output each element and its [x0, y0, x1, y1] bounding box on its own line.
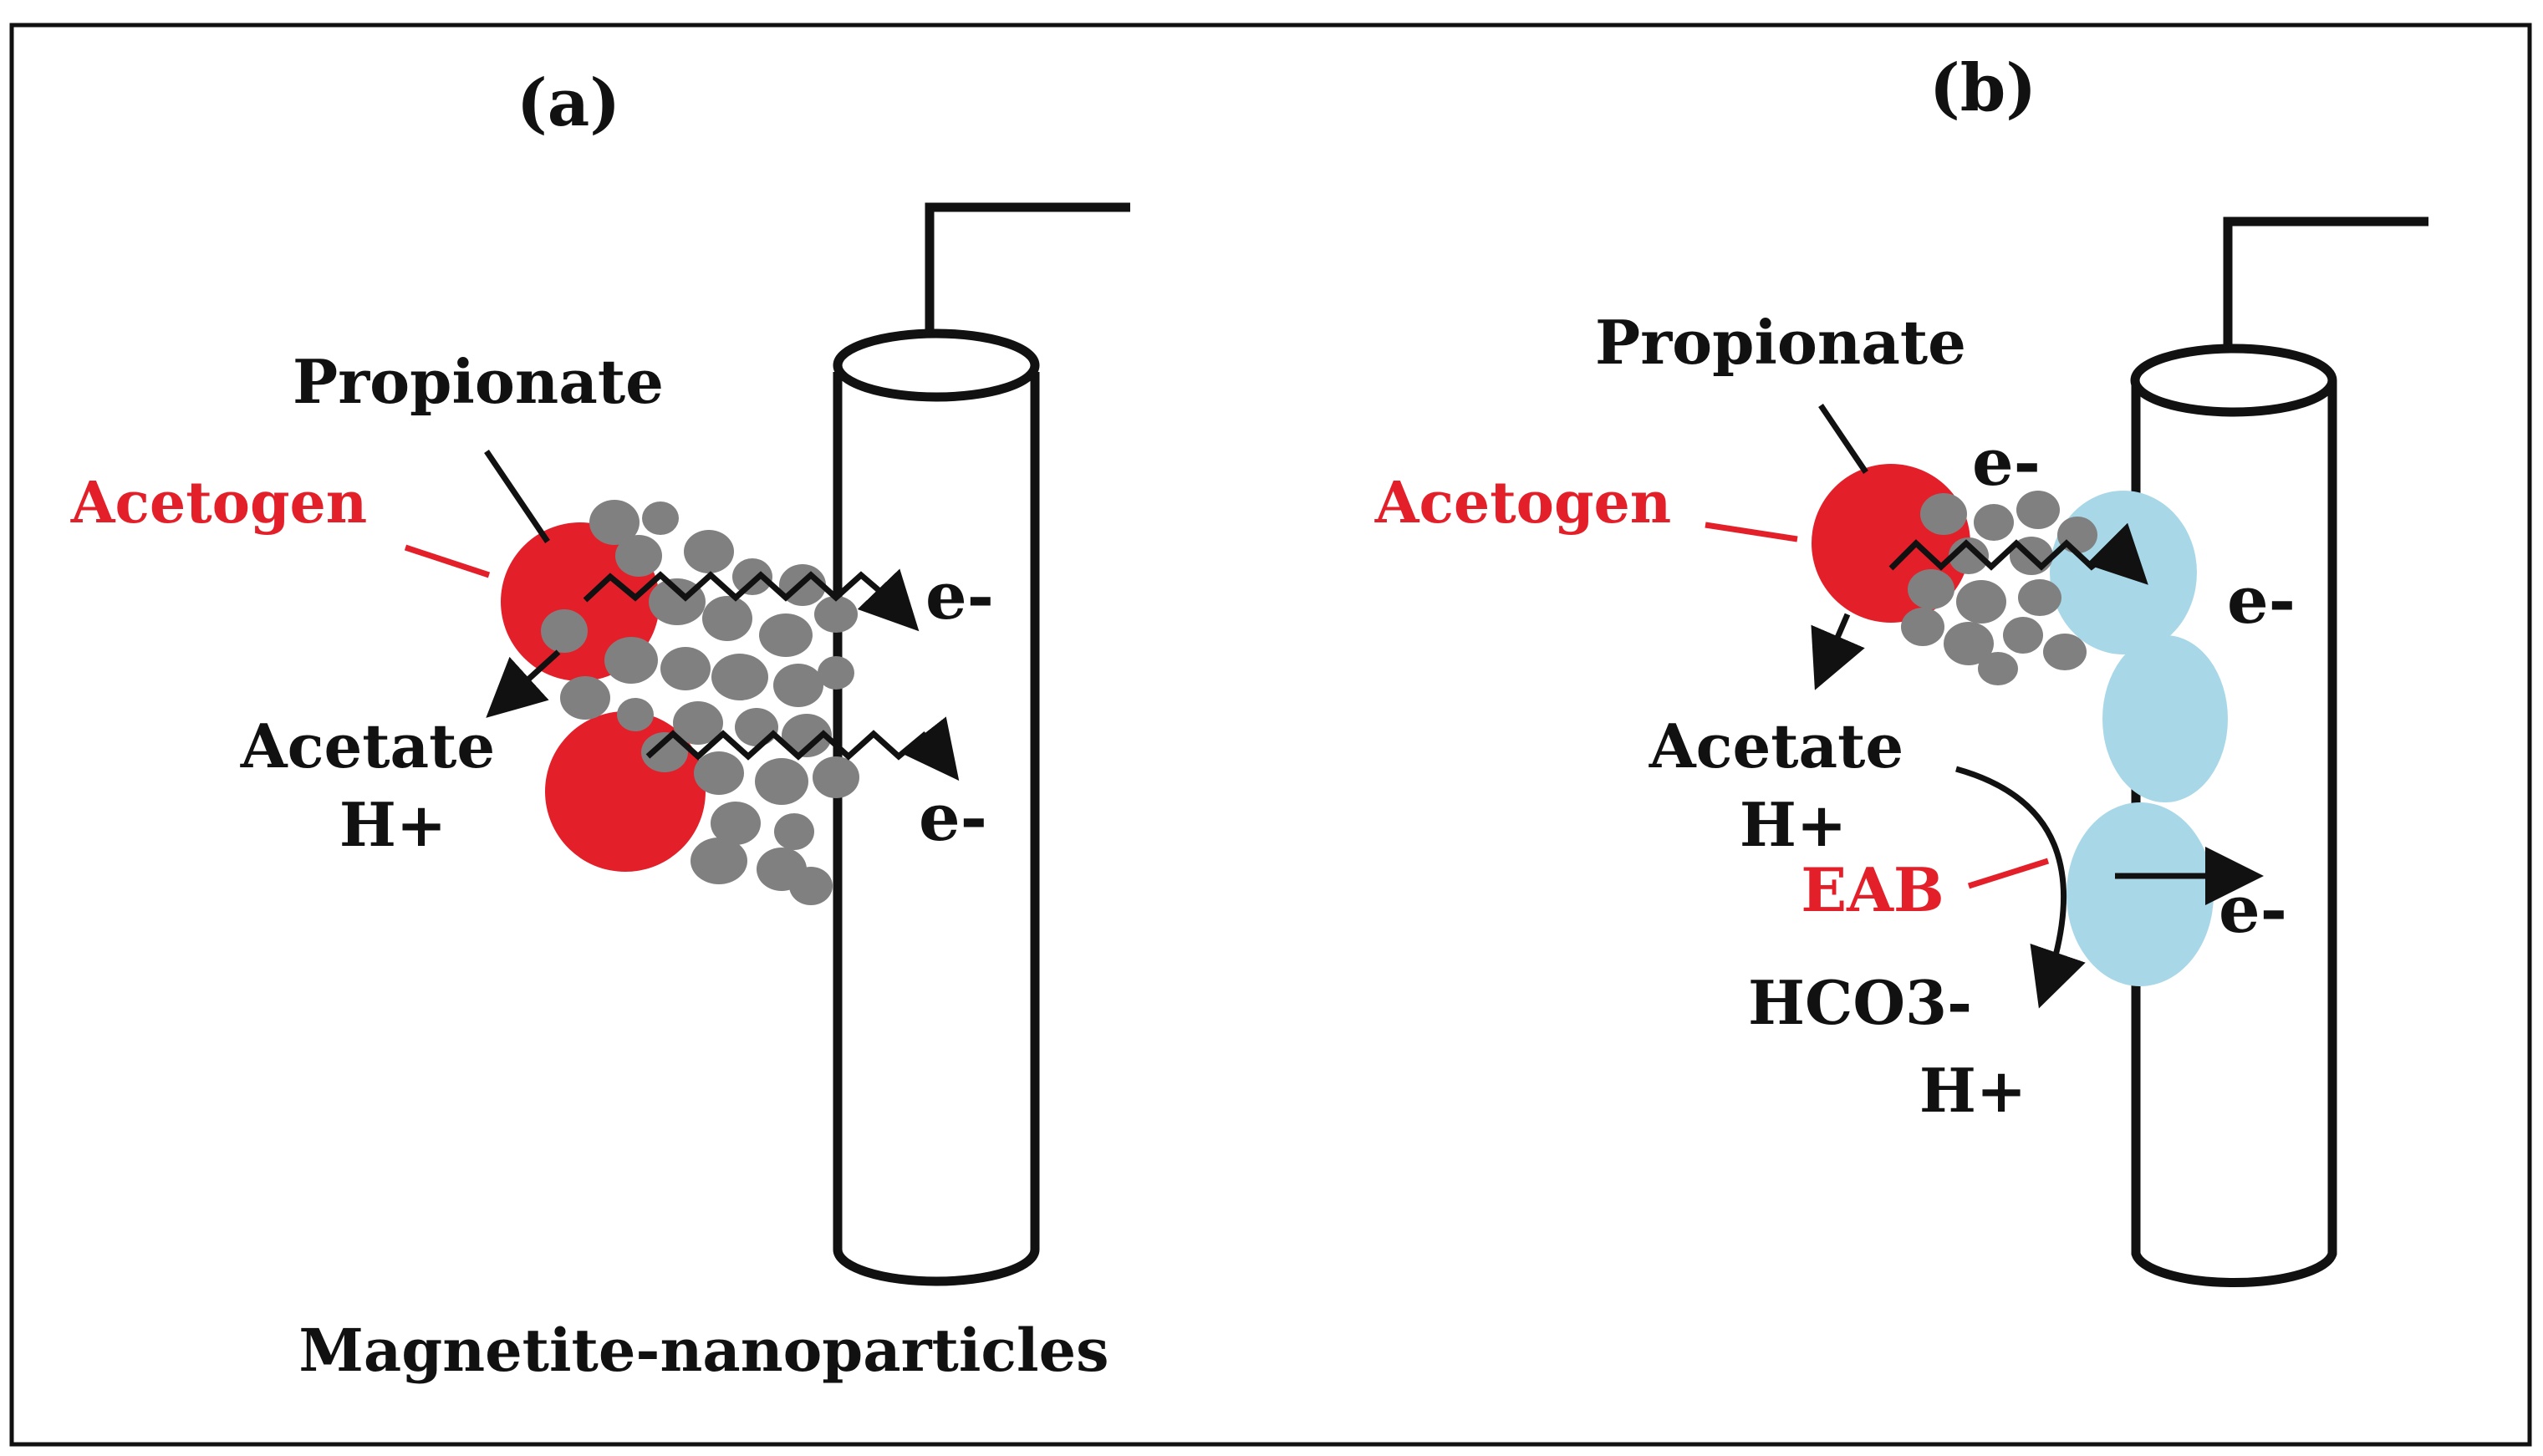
- electron-path-a2: [645, 716, 960, 781]
- panel-b: (b) Propionate: [1374, 50, 2428, 1287]
- acetate-label-b: Acetate: [1649, 710, 1904, 781]
- eab-cell-b1: [2050, 491, 2197, 654]
- acetogen-label-a: Acetogen: [70, 470, 367, 537]
- magnetite-caption: Magnetite-nanoparticles: [298, 1316, 1108, 1385]
- propionate-label-b: Propionate: [1595, 307, 1966, 378]
- panel-b-label: (b): [1929, 50, 2036, 126]
- acetogen-label-b: Acetogen: [1374, 470, 1671, 537]
- acetogen-pointer-a: [404, 544, 491, 578]
- eab-pointer: [1967, 858, 2050, 889]
- electron-path-a1: [583, 568, 920, 632]
- electron-label-a2: e-: [919, 780, 987, 856]
- propionate-pointer-a: [484, 450, 550, 543]
- acetate-arrow-a: [486, 649, 561, 718]
- electrode-a-top: [833, 328, 1040, 402]
- propionate-pointer-b: [1818, 404, 1868, 474]
- eab-oxidation-arrow: [1955, 766, 2086, 1009]
- electron-label-b-top: e-: [1972, 425, 2041, 501]
- eab-cell-b3: [2067, 802, 2214, 986]
- proton-label-b1: H+: [1740, 789, 1847, 860]
- panel-a-label: (a): [517, 65, 620, 141]
- panel-a: (a): [70, 65, 1130, 1385]
- electron-label-b-electrode: e-: [2227, 563, 2296, 639]
- electrode-b-wire: [2223, 216, 2428, 380]
- electrode-a-wire: [925, 202, 1130, 364]
- electron-path-b: [1888, 522, 2148, 585]
- propionate-label-a: Propionate: [293, 346, 664, 417]
- eab-label: EAB: [1801, 854, 1944, 925]
- proton-label-a: H+: [339, 789, 446, 860]
- acetogen-pointer-b: [1705, 522, 1798, 542]
- proton-label-b2: H+: [1919, 1055, 2026, 1126]
- nanoparticle-cluster-b: [1901, 491, 2097, 685]
- nanoparticle-cluster-a: [541, 500, 859, 905]
- eab-cell-b2: [2102, 635, 2228, 802]
- electron-label-b-eab: e-: [2219, 872, 2287, 948]
- electron-label-a1: e-: [925, 558, 994, 634]
- figure-border: [9, 23, 2532, 1447]
- bicarbonate-label: HCO3-: [1748, 967, 1972, 1038]
- acetate-arrow-b: [1811, 613, 1865, 690]
- acetate-label-a: Acetate: [240, 710, 496, 781]
- electrode-b-top: [2130, 344, 2337, 417]
